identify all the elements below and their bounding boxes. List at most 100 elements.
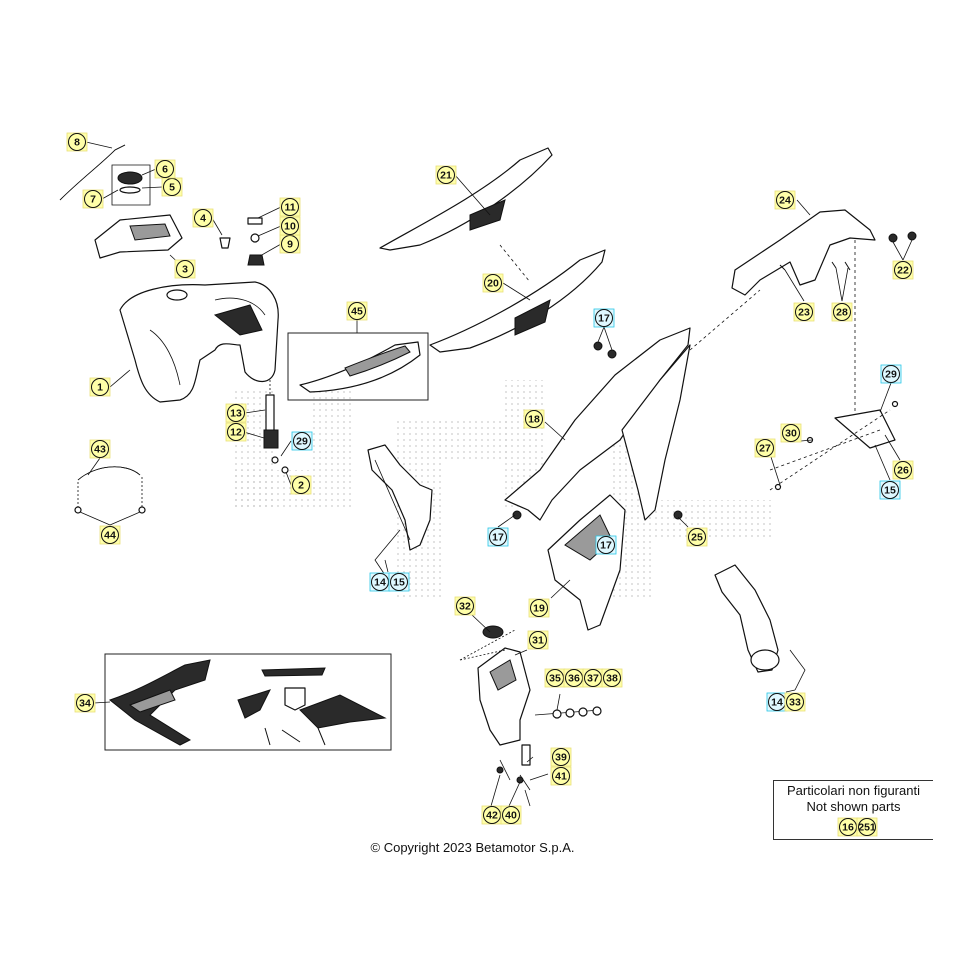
callout-label: 12	[230, 427, 242, 439]
callout-26-34: 26	[892, 460, 914, 480]
callout-label: 4	[200, 213, 206, 225]
callout-15-20: 15	[388, 572, 410, 592]
callout-19-25: 19	[528, 598, 550, 618]
callout-label: 26	[897, 465, 909, 477]
callout-20-18: 20	[482, 273, 504, 293]
callout-label: 2	[298, 480, 304, 492]
part-45-box	[287, 332, 429, 401]
callout-41-46: 41	[550, 766, 572, 786]
callout-6-5: 6	[154, 159, 176, 179]
callout-14-19: 14	[369, 572, 391, 592]
callout-label: 29	[885, 369, 897, 381]
callout-label: 30	[785, 428, 797, 440]
callout-label: 24	[779, 195, 791, 207]
callout-29-31: 29	[880, 364, 902, 384]
rear-fender	[689, 209, 917, 420]
callout-label: 31	[532, 635, 544, 647]
callout-17-23: 17	[487, 527, 509, 547]
callout-43-14: 43	[89, 439, 111, 459]
callout-22-28: 22	[892, 260, 914, 280]
callout-10-9: 10	[279, 216, 301, 236]
callout-label: 17	[600, 540, 612, 552]
license-plate-group	[769, 400, 899, 491]
copyright-text: © Copyright 2023 Betamotor S.p.A.	[370, 840, 575, 855]
callout-11-10: 11	[279, 197, 301, 217]
callout-label: 3	[182, 264, 188, 276]
callout-label: 27	[759, 443, 771, 455]
callout-3-2: 3	[174, 259, 196, 279]
callout-label: 39	[555, 752, 567, 764]
callout-label: 6	[162, 164, 168, 176]
callout-label: 1	[97, 382, 103, 394]
callout-label: 9	[287, 239, 293, 251]
callout-label: 16	[842, 822, 854, 834]
right-side-panel	[714, 564, 806, 691]
left-side-panel	[367, 444, 433, 576]
callout-label: 14	[374, 577, 386, 589]
callout-label: 38	[606, 673, 618, 685]
callout-39-45: 39	[550, 747, 572, 767]
callout-31-39: 31	[527, 630, 549, 650]
callout-label: 251	[858, 822, 876, 834]
decal-kit-box	[104, 653, 392, 751]
callout-44-15: 44	[99, 525, 121, 545]
callout-34-40: 34	[74, 693, 96, 713]
note-line-italian: Particolari non figuranti	[787, 783, 920, 798]
callout-13-12: 13	[225, 403, 247, 423]
callout-4-3: 4	[192, 208, 214, 228]
callout-35-41: 35	[544, 668, 566, 688]
callout-label: 17	[598, 313, 610, 325]
callout-label: 36	[568, 673, 580, 685]
callout-45-16: 45	[346, 301, 368, 321]
hose-group	[74, 466, 146, 514]
callout-18-22: 18	[523, 409, 545, 429]
callout-9-8: 9	[279, 234, 301, 254]
callout-label: 15	[393, 577, 405, 589]
rear-side-covers	[504, 327, 691, 631]
callout-label: 13	[230, 408, 242, 420]
callout-27-33: 27	[754, 438, 776, 458]
callout-label: 10	[284, 221, 296, 233]
callout-36-42: 36	[563, 668, 585, 688]
callout-label: 17	[492, 532, 504, 544]
not-shown-parts-note: Particolari non figuranti Not shown part…	[773, 780, 933, 840]
callout-15-35: 15	[879, 480, 901, 500]
callout-label: 21	[440, 170, 452, 182]
callout-8-7: 8	[66, 132, 88, 152]
background-watermark	[235, 380, 775, 600]
callout-label: 43	[94, 444, 106, 456]
callout-42-47: 42	[481, 805, 503, 825]
callout-23-29: 23	[793, 302, 815, 322]
reservoir-group	[459, 625, 602, 791]
callout-28-30: 28	[831, 302, 853, 322]
callout-33-37: 33	[784, 692, 806, 712]
callout-label: 11	[284, 202, 295, 214]
callout-label: 19	[533, 603, 545, 615]
callout-label: 15	[884, 485, 896, 497]
callout-label: 45	[351, 306, 363, 318]
callout-label: 40	[505, 810, 517, 822]
callout-251-note1: 251	[856, 817, 878, 837]
callout-label: 22	[897, 265, 909, 277]
callout-17-21: 17	[593, 308, 615, 328]
callout-label: 28	[836, 307, 848, 319]
callout-label: 8	[74, 137, 80, 149]
callout-16-note0: 16	[837, 817, 859, 837]
seat-group	[379, 147, 606, 353]
callout-label: 7	[90, 194, 96, 206]
callout-14-36: 14	[766, 692, 788, 712]
callout-7-6: 7	[82, 189, 104, 209]
callout-label: 44	[104, 530, 116, 542]
callout-37-43: 37	[582, 668, 604, 688]
callout-24-27: 24	[774, 190, 796, 210]
callout-label: 25	[691, 532, 703, 544]
callout-label: 5	[169, 182, 175, 194]
callout-label: 29	[296, 436, 308, 448]
callout-label: 33	[789, 697, 801, 709]
callout-17-24: 17	[595, 535, 617, 555]
callout-label: 32	[459, 601, 471, 613]
note-line-english: Not shown parts	[806, 799, 901, 814]
callout-label: 37	[587, 673, 599, 685]
